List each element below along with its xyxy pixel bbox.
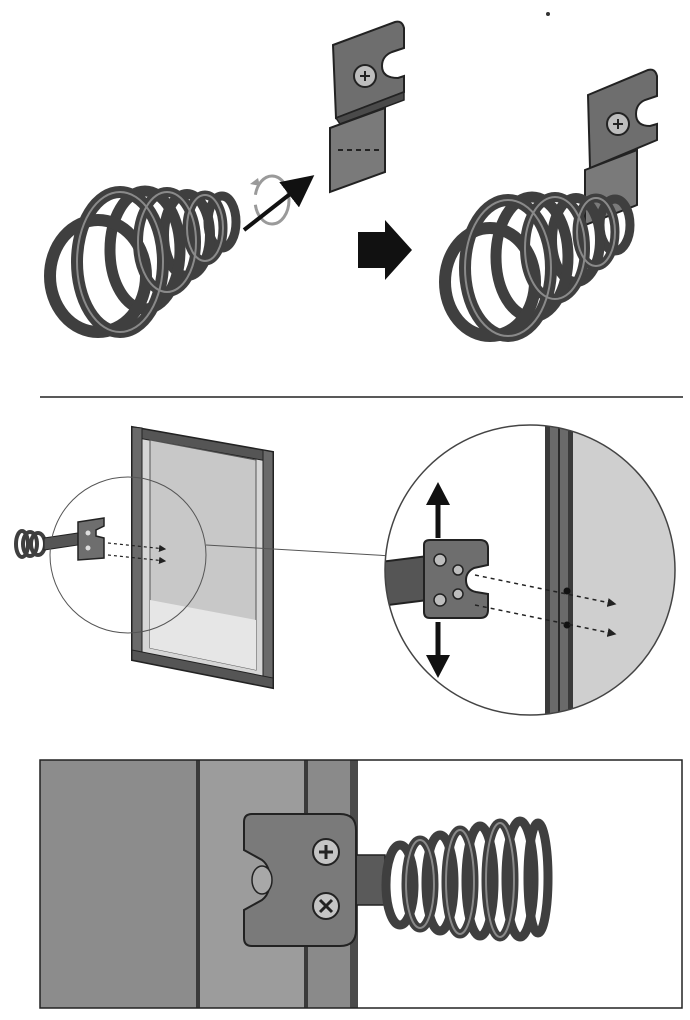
detail-callout-circle xyxy=(49,476,207,634)
callout-leader-line xyxy=(205,544,393,557)
zoom-circle-border xyxy=(384,424,676,716)
screw-icon xyxy=(312,838,340,866)
installed-spring xyxy=(354,816,553,942)
insert-arrow-icon xyxy=(242,175,315,232)
panel-mount-bracket xyxy=(14,424,676,716)
move-up-arrow-icon xyxy=(426,482,450,538)
door-frame xyxy=(131,425,274,690)
panel-installed-detail xyxy=(39,759,683,1009)
panel-attach-spring xyxy=(44,20,658,342)
bracket xyxy=(329,20,405,194)
screw-icon xyxy=(312,892,340,920)
move-down-arrow-icon xyxy=(426,622,450,678)
next-step-arrow-icon xyxy=(358,220,412,280)
speck xyxy=(546,12,550,16)
assembled-spring xyxy=(439,191,635,342)
detail-frame-border xyxy=(39,759,683,1009)
zoom-detail xyxy=(385,425,675,715)
spring-coil xyxy=(44,185,241,338)
installed-bracket xyxy=(243,813,357,947)
